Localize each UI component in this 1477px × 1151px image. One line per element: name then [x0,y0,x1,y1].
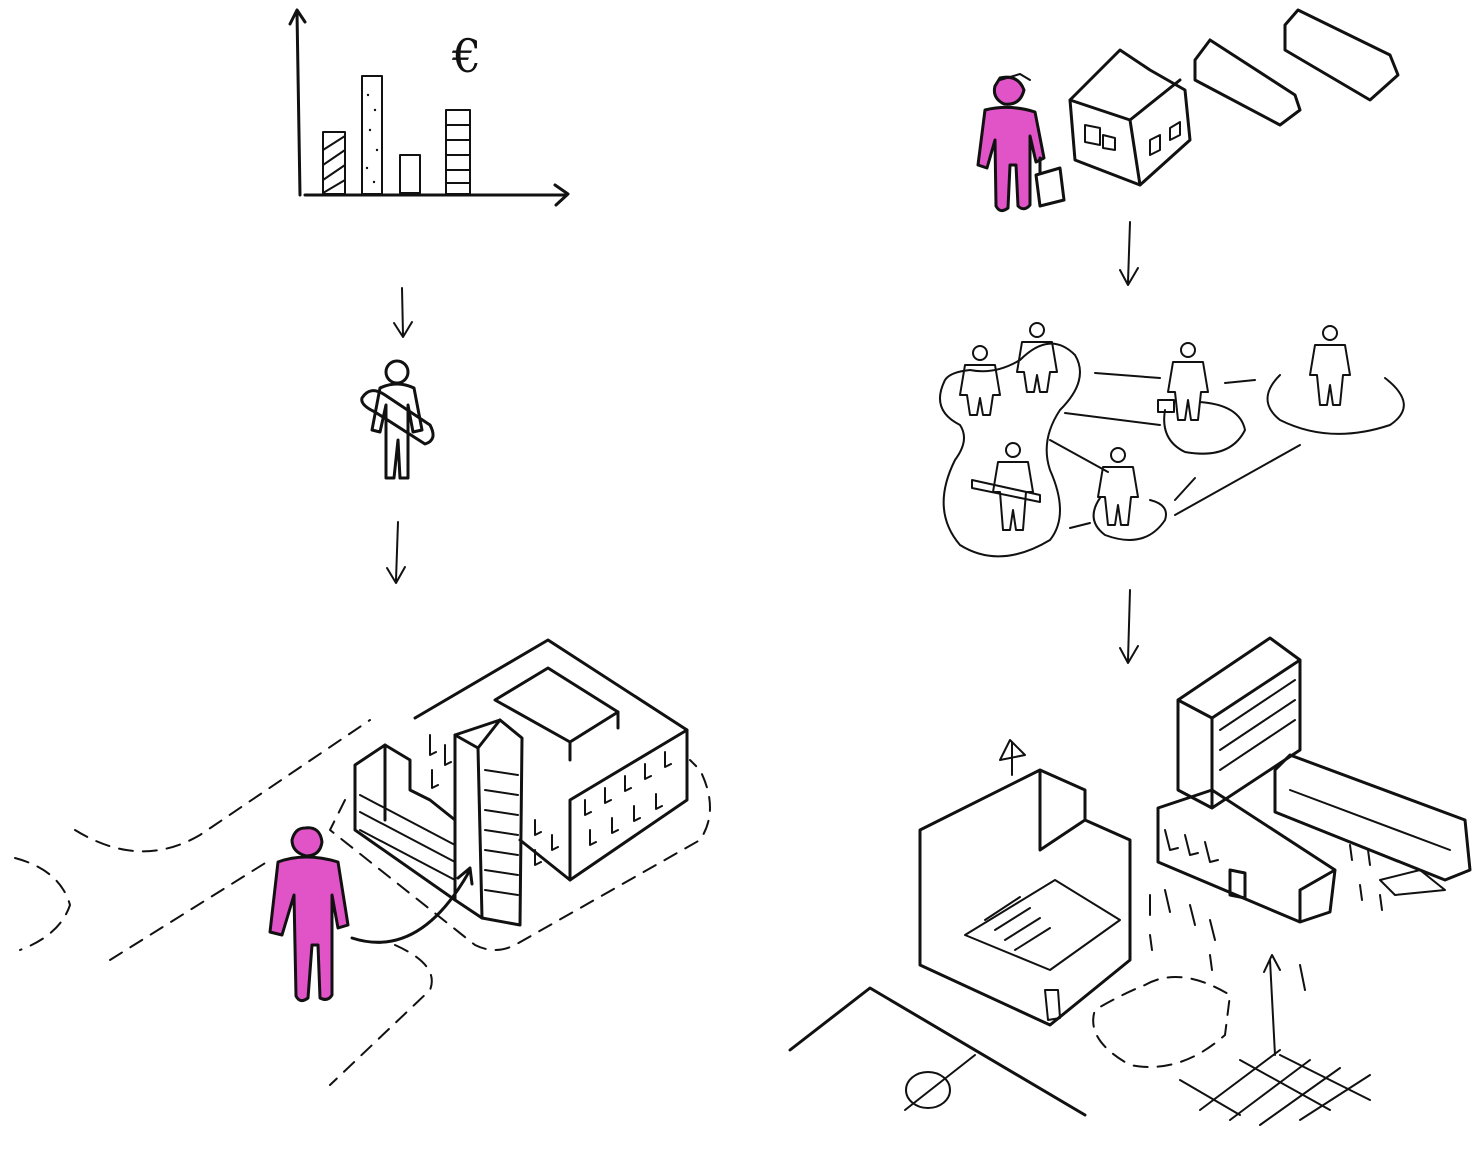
arrow-down-icon [394,288,412,337]
neighbourhood-scene [790,638,1470,1125]
community-network [940,323,1404,556]
chart-bar [400,155,420,193]
arrow-down-icon [1120,590,1138,663]
chart-bar [446,110,470,194]
residential-block [355,640,687,925]
investor-figure [362,361,433,478]
arrow-down-icon [1120,222,1138,285]
right-column [790,10,1470,1125]
euro-symbol: € [451,29,481,83]
pink-person-figure [270,828,348,1001]
arrow-down-icon [387,522,405,583]
sketch-bar-chart: € [290,10,568,205]
chart-y-axis [290,10,305,195]
left-column: € [15,10,710,1085]
street-sign-icon [906,1072,950,1108]
small-houses [1070,10,1398,185]
pink-resident-figure [978,74,1064,211]
street-outline [15,720,432,1085]
chart-bar [362,76,382,194]
